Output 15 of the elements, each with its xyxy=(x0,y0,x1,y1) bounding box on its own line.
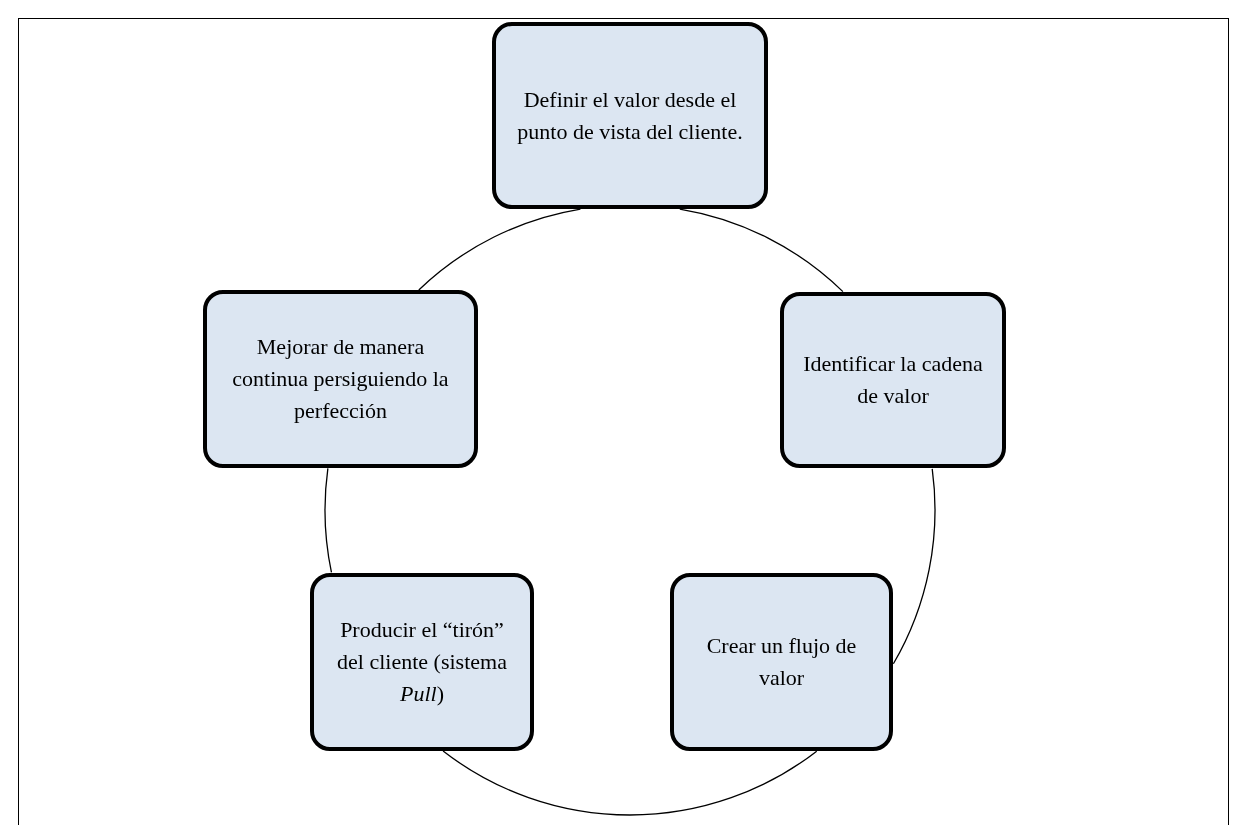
process-box xyxy=(670,573,893,751)
process-box xyxy=(203,290,478,468)
connector-arc xyxy=(418,208,582,291)
connector-arc xyxy=(442,750,818,816)
process-box xyxy=(780,292,1006,468)
box-text: Identificar la cadena de valor xyxy=(802,350,984,410)
connector-arc xyxy=(324,467,333,574)
box-text: Definir el valor desde el punto de vista del cliente. xyxy=(516,85,744,146)
box-text: Mejorar de manera continua persiguiendo la perfección xyxy=(231,333,450,425)
box-text: Producir el “tirón” del cliente (sistema Pull) xyxy=(336,616,508,708)
box-text: Crear un flujo de valor xyxy=(705,632,858,692)
process-box xyxy=(310,573,534,751)
connector-arc xyxy=(679,208,844,293)
connector-arc xyxy=(892,468,936,665)
process-box xyxy=(492,22,768,209)
